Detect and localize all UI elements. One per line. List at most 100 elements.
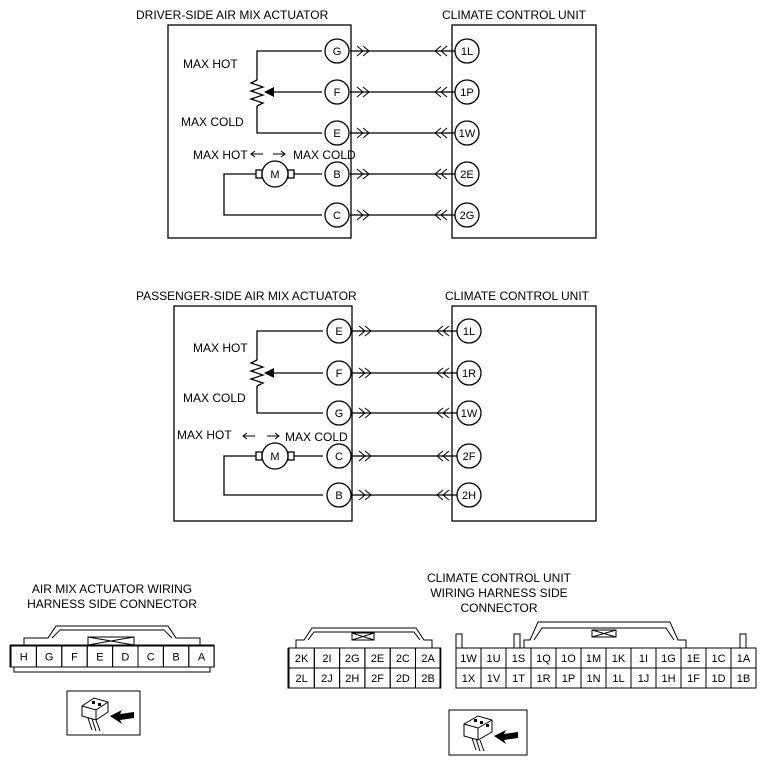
terminal-label: 1W: [460, 653, 477, 665]
passenger-motor: M: [223, 442, 323, 496]
passenger-potentiometer: [248, 330, 323, 414]
driver-pins-row: E 1W: [324, 120, 480, 146]
terminal-label: 2A: [421, 653, 435, 665]
driver-section: DRIVER-SIDE AIR MIX ACTUATOR CLIMATE CON…: [136, 8, 597, 239]
terminal-label: 1I: [639, 653, 648, 665]
driver-actuator-box: [167, 24, 352, 239]
driver-max-hot-label: MAX HOT: [183, 57, 238, 71]
ccu-pin-label: 2H: [462, 490, 476, 502]
actuator-pin-circle: [324, 38, 350, 64]
terminal-label: 2H: [345, 673, 359, 685]
actuator-connector: AIR MIX ACTUATOR WIRING HARNESS SIDE CON…: [9, 582, 215, 736]
terminal-label: E: [96, 652, 103, 664]
actuator-pin-label: E: [335, 326, 342, 338]
terminal-label: 1X: [462, 673, 476, 685]
terminal-label: 2F: [371, 673, 384, 685]
ccu-pin-label: 2G: [460, 210, 475, 222]
ccu-pin-circle: [454, 38, 480, 64]
ccu-pin-circle: [456, 400, 482, 426]
terminal-cell: [730, 667, 757, 689]
ccu-connector-title-3: CONNECTOR: [460, 601, 537, 615]
driver-potentiometer: [248, 50, 322, 134]
ccu-pin-circle: [454, 79, 480, 105]
passenger-actuator-title: PASSENGER-SIDE AIR MIX ACTUATOR: [136, 289, 357, 303]
ccu-pin-label: 1P: [460, 87, 473, 99]
ccu-pin-label: 2F: [463, 451, 476, 463]
terminal-label: 2D: [396, 673, 410, 685]
terminal-label: 1G: [661, 653, 676, 665]
terminal-label: 1R: [536, 673, 550, 685]
actuator-pin-circle: [326, 443, 352, 469]
actuator-pin-label: C: [335, 451, 343, 463]
driver-wiper-arrow-icon: [264, 87, 274, 97]
driver-motor-dir-hot: MAX HOT: [193, 148, 248, 162]
actuator-pin-circle: [324, 202, 350, 228]
actuator-pin-label: B: [335, 490, 342, 502]
ccu-pin-label: 1W: [459, 128, 476, 140]
terminal-label: 2K: [295, 653, 309, 665]
terminal-label: 2B: [421, 673, 434, 685]
terminal-label: 2L: [296, 673, 308, 685]
driver-max-cold-label: MAX COLD: [181, 115, 244, 129]
terminal-label: 1B: [737, 673, 750, 685]
terminal-label: 1C: [711, 653, 725, 665]
terminal-label: G: [45, 652, 54, 664]
ccu-connector-title-1: CLIMATE CONTROL UNIT: [427, 571, 572, 585]
terminal-label: 1M: [586, 653, 601, 665]
terminal-label: 1J: [638, 673, 650, 685]
ccu-connector-title-2: WIRING HARNESS SIDE: [430, 586, 567, 600]
terminal-label: 2G: [345, 653, 360, 665]
ccu-connector: CLIMATE CONTROL UNIT WIRING HARNESS SIDE…: [427, 571, 757, 756]
actuator-pin-label: F: [334, 87, 341, 99]
actuator-pin-circle: [324, 79, 350, 105]
terminal-label: 1L: [612, 673, 624, 685]
terminal-label: 2E: [371, 653, 384, 665]
terminal-label: 1O: [561, 653, 576, 665]
terminal-label: 1T: [512, 673, 525, 685]
terminal-label: 1S: [512, 653, 525, 665]
passenger-pins-row: C 2F: [326, 443, 482, 469]
passenger-motor-symbol: M: [270, 451, 279, 463]
terminal-label: F: [71, 652, 78, 664]
actuator-pin-circle: [326, 482, 352, 508]
actuator-pin-circle: [326, 360, 352, 386]
passenger-ccu-title: CLIMATE CONTROL UNIT: [445, 289, 590, 303]
terminal-label: 1D: [711, 673, 725, 685]
passenger-motor-dir-cold: MAX COLD: [285, 430, 348, 444]
terminal-label: 2C: [396, 653, 410, 665]
driver-motor-dir-cold: MAX COLD: [293, 148, 356, 162]
terminal-label: 2I: [322, 653, 331, 665]
actuator-pin-circle: [324, 120, 350, 146]
actuator-pin-label: E: [333, 128, 340, 140]
driver-direction-arrows-icon: [250, 150, 286, 158]
terminal-label: H: [20, 652, 28, 664]
terminal-label: 1H: [661, 673, 675, 685]
terminal-cell: [188, 645, 215, 668]
terminal-label: 1V: [487, 673, 501, 685]
terminal-cell: [415, 667, 442, 689]
actuator-pin-circle: [324, 161, 350, 187]
terminal-label: 1U: [486, 653, 500, 665]
driver-actuator-title: DRIVER-SIDE AIR MIX ACTUATOR: [136, 8, 329, 22]
terminal-label: 1F: [687, 673, 700, 685]
ccu-pin-circle: [454, 120, 480, 146]
passenger-section: PASSENGER-SIDE AIR MIX ACTUATOR CLIMATE …: [136, 289, 597, 522]
actuator-pin-circle: [326, 318, 352, 344]
ccu-pin-circle: [454, 161, 480, 187]
terminal-label: 1K: [612, 653, 626, 665]
ccu-pin-label: 1L: [461, 46, 473, 58]
ccu-pin-circle: [456, 443, 482, 469]
terminal-label: C: [147, 652, 155, 664]
terminal-label: B: [172, 652, 179, 664]
ccu-pin-circle: [456, 482, 482, 508]
passenger-direction-arrows-icon: [242, 432, 280, 440]
